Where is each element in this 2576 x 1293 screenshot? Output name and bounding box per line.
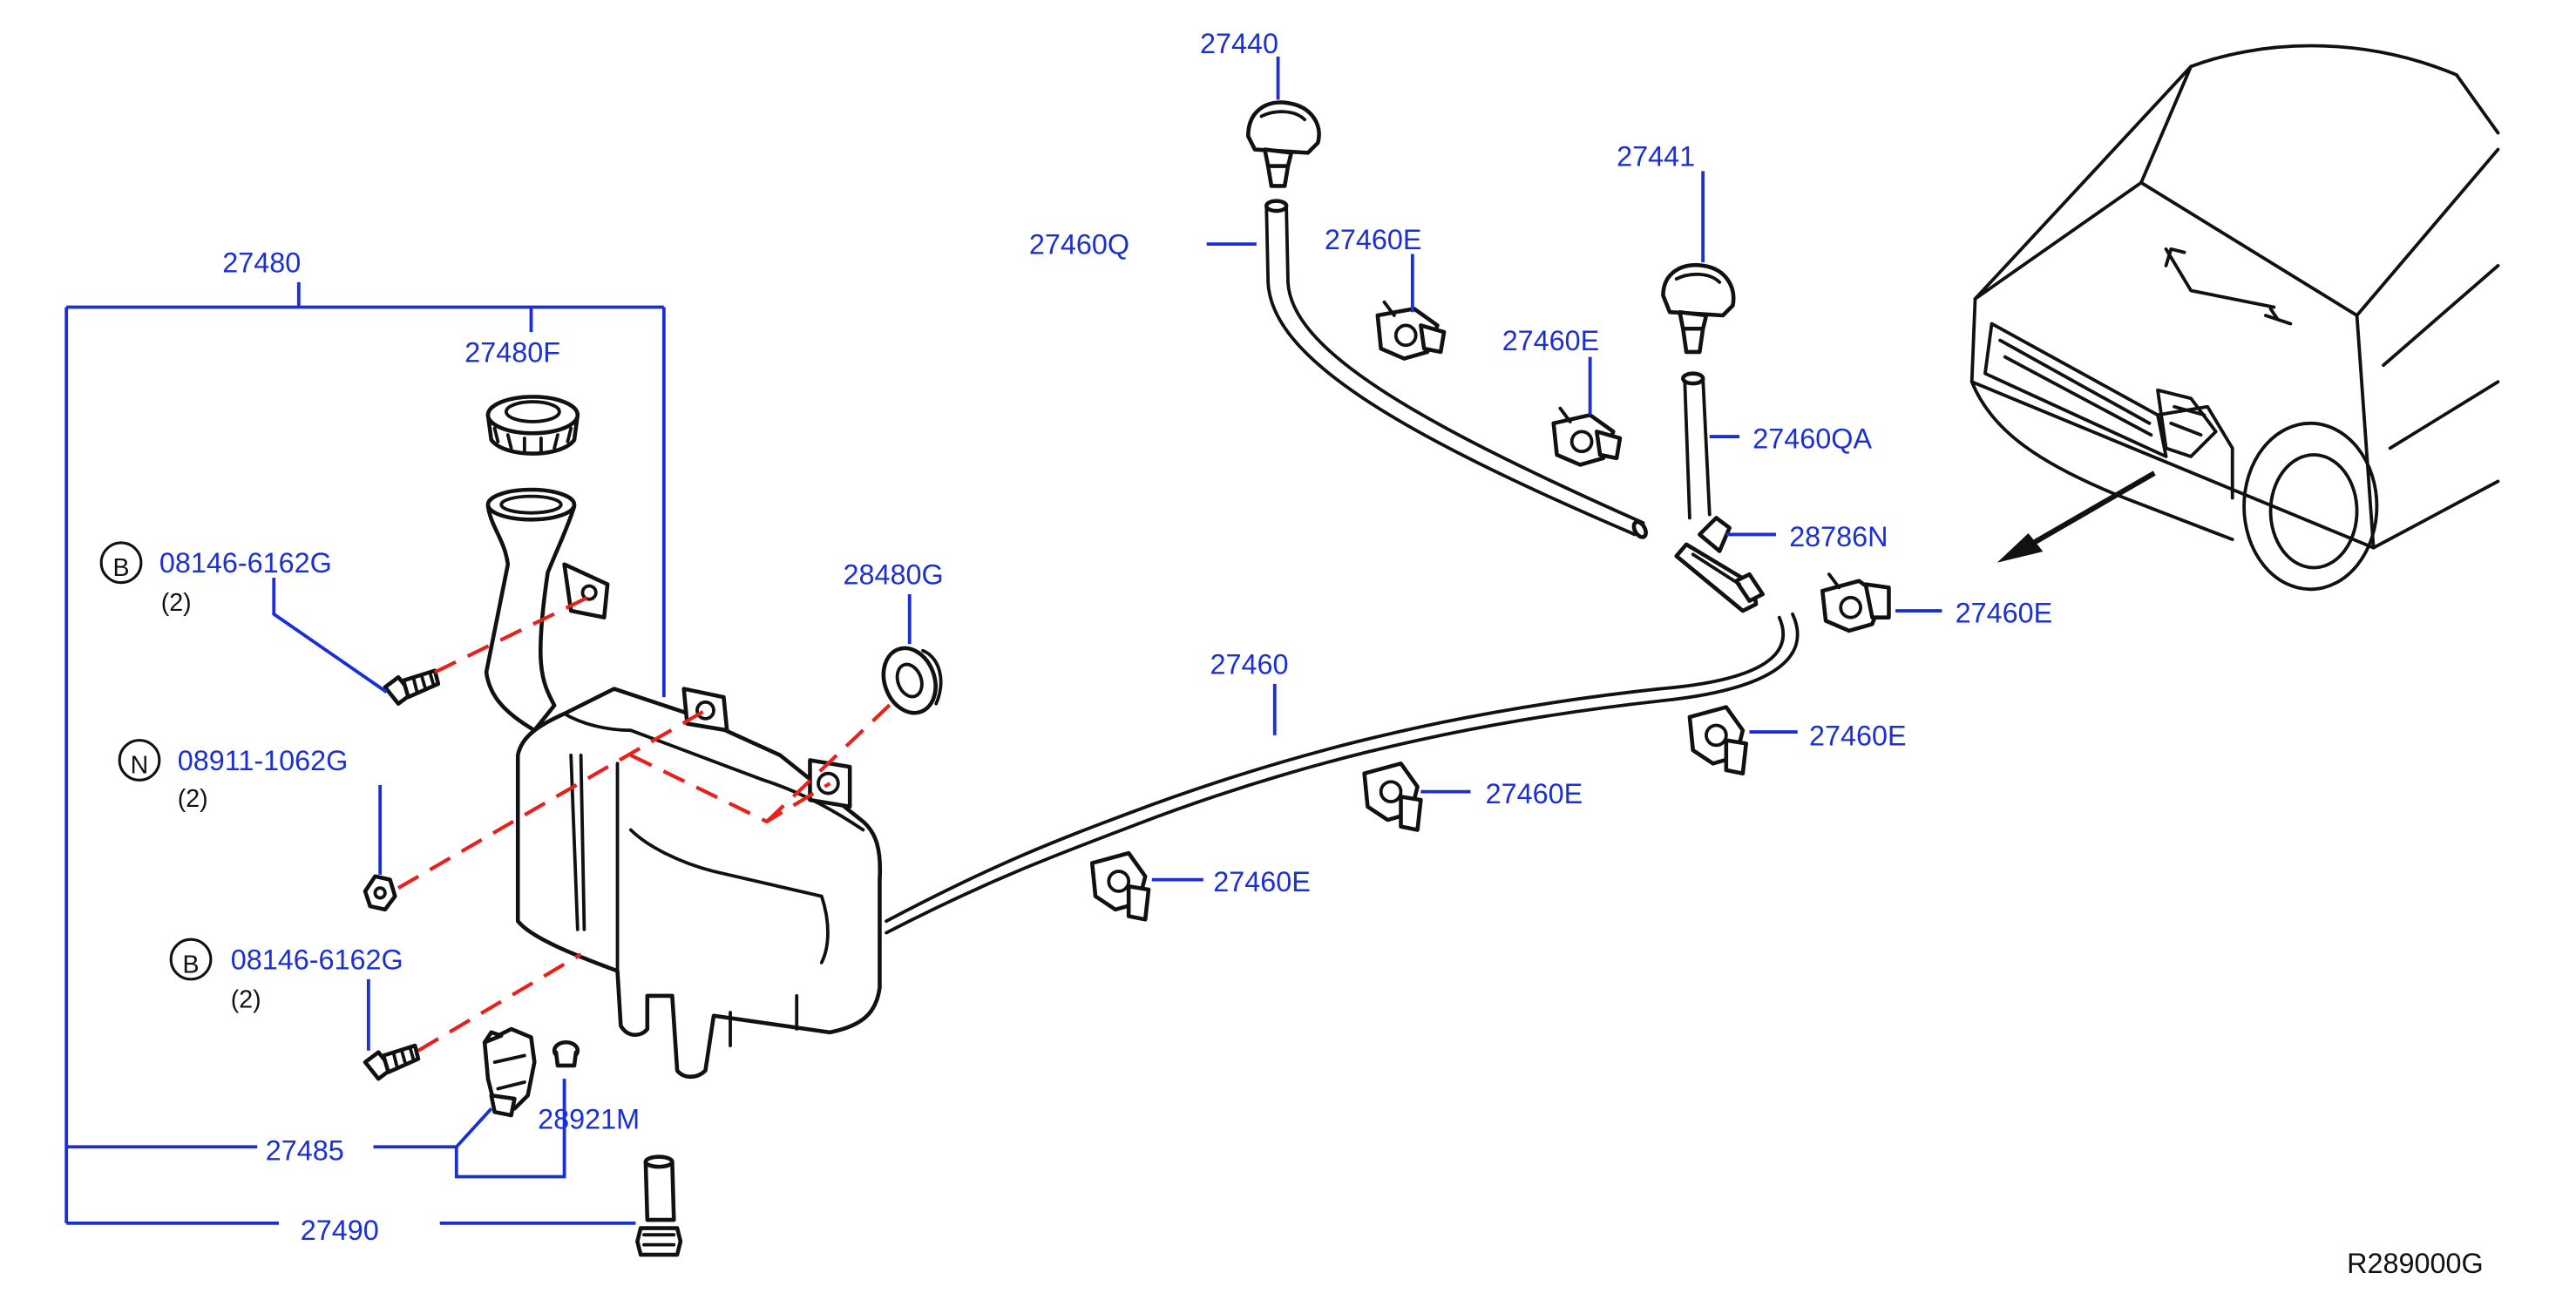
label-27480: 27480 bbox=[222, 247, 301, 279]
tank-group-bracket bbox=[64, 281, 666, 1225]
qty-nut: (2) bbox=[178, 785, 208, 813]
badge-letter: B bbox=[183, 951, 200, 978]
pump-seal bbox=[552, 1039, 580, 1068]
part-labels: 27440 27441 27460Q 27460E 27460E 27460QA… bbox=[159, 28, 2484, 1279]
label-27480F: 27480F bbox=[464, 336, 560, 368]
nozzle-27440 bbox=[1246, 100, 1321, 188]
level-sensor bbox=[635, 1154, 683, 1257]
leader-lines bbox=[272, 56, 1942, 1179]
bolt-upper bbox=[383, 668, 441, 706]
clip-27460E-f bbox=[1089, 850, 1151, 922]
label-bolt-upper: 08146-6162G bbox=[159, 547, 332, 579]
clip-27460E-c bbox=[1820, 572, 1891, 633]
badge-letter: N bbox=[131, 752, 149, 780]
qty-bolt-upper: (2) bbox=[161, 589, 192, 617]
label-bolt-lower: 08146-6162G bbox=[231, 944, 403, 975]
badge-bolt-lower: B bbox=[169, 938, 213, 981]
label-28921M: 28921M bbox=[538, 1103, 640, 1134]
label-27441: 27441 bbox=[1617, 141, 1695, 173]
label-27440: 27440 bbox=[1200, 28, 1278, 59]
washer-pump bbox=[482, 1026, 537, 1118]
label-27460E: 27460E bbox=[1809, 720, 1907, 751]
label-27490: 27490 bbox=[301, 1215, 379, 1246]
check-valve bbox=[1674, 516, 1766, 613]
label-nut: 08911-1062G bbox=[178, 745, 349, 776]
grommet bbox=[881, 646, 943, 715]
badge-letter: B bbox=[113, 554, 130, 582]
clip-27460E-d bbox=[1687, 705, 1748, 775]
label-27460: 27460 bbox=[1210, 648, 1288, 680]
clip-27460E-a bbox=[1375, 300, 1447, 361]
washer-tank bbox=[484, 487, 883, 1080]
hose-27460 bbox=[885, 612, 1800, 935]
label-27460E: 27460E bbox=[1213, 866, 1311, 897]
label-27460E: 27460E bbox=[1502, 325, 1600, 356]
filler-cap bbox=[485, 395, 580, 456]
hose-27460QA bbox=[1681, 371, 1712, 520]
label-28786N: 28786N bbox=[1789, 521, 1888, 552]
label-27460QA: 27460QA bbox=[1752, 423, 1872, 454]
badge-nut: N bbox=[118, 739, 161, 782]
hose-27460Q bbox=[1264, 199, 1648, 539]
vehicle-locator bbox=[1969, 44, 2500, 592]
label-27460E: 27460E bbox=[1486, 778, 1583, 809]
label-27485: 27485 bbox=[266, 1134, 344, 1166]
hidden-alignment-lines bbox=[397, 595, 899, 1053]
label-27460E: 27460E bbox=[1325, 224, 1422, 255]
figure-code: R289000G bbox=[2347, 1248, 2484, 1279]
label-27460Q: 27460Q bbox=[1029, 229, 1129, 261]
label-28480G: 28480G bbox=[844, 559, 944, 591]
clip-27460E-b bbox=[1551, 406, 1623, 467]
nozzle-27441 bbox=[1661, 262, 1736, 355]
label-27460E: 27460E bbox=[1956, 597, 2053, 628]
bolt-lower bbox=[363, 1043, 421, 1081]
nut bbox=[363, 874, 397, 912]
qty-bolt-lower: (2) bbox=[231, 985, 261, 1013]
badge-bolt-upper: B bbox=[99, 541, 143, 585]
clip-27460E-e bbox=[1362, 761, 1423, 832]
